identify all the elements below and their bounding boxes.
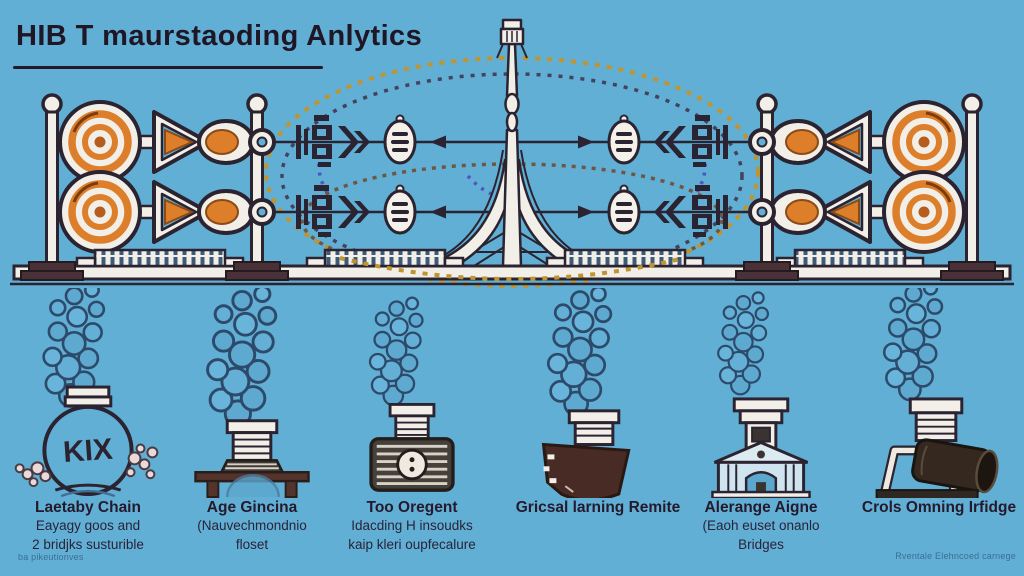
smoke-icon xyxy=(368,296,424,407)
flower-cluster-right xyxy=(125,443,159,480)
deck-hatched-strips xyxy=(75,248,925,268)
machinery-row-top-left xyxy=(60,102,512,182)
column-subtitle-2: 2 bridjks susturible xyxy=(32,536,144,552)
smoke-icon xyxy=(717,291,770,396)
column-subtitle-2: kaip kleri oupfecalure xyxy=(348,536,476,552)
column-title: Gricsal larning Remite xyxy=(515,499,681,516)
table-press-icon xyxy=(194,288,310,498)
footnote-right: Rventale Elehncoed carnege xyxy=(895,551,1016,561)
column-laetaby-chain: KIX Laetaby Chain Eayagy goos and 2 brid… xyxy=(3,288,173,555)
column-subtitle-2: floset xyxy=(235,536,269,552)
column-title: Age Gincina xyxy=(206,499,298,516)
cannon-icon xyxy=(875,288,999,498)
flower-cluster-left xyxy=(14,461,52,488)
footnote-left: ba pikeutionves xyxy=(18,552,84,562)
chapel-icon xyxy=(711,291,811,498)
smoke-icon xyxy=(206,288,278,428)
page-title: HIB T maurstaoding Anlytics xyxy=(16,20,423,52)
column-title: Alerange Aigne xyxy=(704,499,818,516)
machinery-row-bottom-left xyxy=(60,172,512,252)
column-subtitle-1: (Eaoh euset onanlo xyxy=(702,518,820,533)
machinery-row-bottom-right xyxy=(512,172,964,252)
column-gricsal-remite: Gricsal larning Remite xyxy=(512,288,684,517)
column-title: Crols Omning Irfidge xyxy=(861,499,1017,516)
left-outer-pole xyxy=(41,93,63,268)
column-title: Laetaby Chain xyxy=(35,499,141,516)
column-subtitle-1: (Nauvechmondnio xyxy=(197,518,307,533)
smoke-icon xyxy=(882,288,944,402)
left-inner-pole xyxy=(246,93,268,268)
column-age-gincina: Age Gincina (Nauvechmondnio floset xyxy=(167,288,337,555)
column-subtitle-1: Eayagy goos and xyxy=(35,518,141,533)
kix-bulb-icon: KIX xyxy=(14,288,159,498)
bridge-deck xyxy=(10,248,1014,286)
center-tower xyxy=(417,18,607,270)
column-subtitle-1: Idacding H insoudks xyxy=(351,518,473,533)
column-title: Too Oregent xyxy=(366,499,458,516)
column-too-oregent: Too Oregent Idacding H insoudks kaip kle… xyxy=(331,288,493,555)
flag-chimney-icon xyxy=(541,288,631,498)
striped-lock-icon xyxy=(368,296,455,492)
right-inner-pole xyxy=(756,93,778,268)
bulb-label: KIX xyxy=(62,433,114,469)
smoke-icon xyxy=(546,288,613,417)
bridge-machinery-diagram xyxy=(10,18,1014,288)
machinery-row-top-right xyxy=(512,102,964,182)
gold-dotted-arc-over-deck xyxy=(339,256,685,281)
right-outer-pole xyxy=(961,93,983,268)
column-crols-irfidge: Crols Omning Irfidge xyxy=(854,288,1024,517)
column-subtitle-2: Bridges xyxy=(738,536,784,552)
column-alerange-aigne: Alerange Aigne (Eaoh euset onanlo Bridge… xyxy=(676,288,846,555)
navy-dotted-ellipse xyxy=(280,72,744,280)
title-underline xyxy=(13,66,323,69)
